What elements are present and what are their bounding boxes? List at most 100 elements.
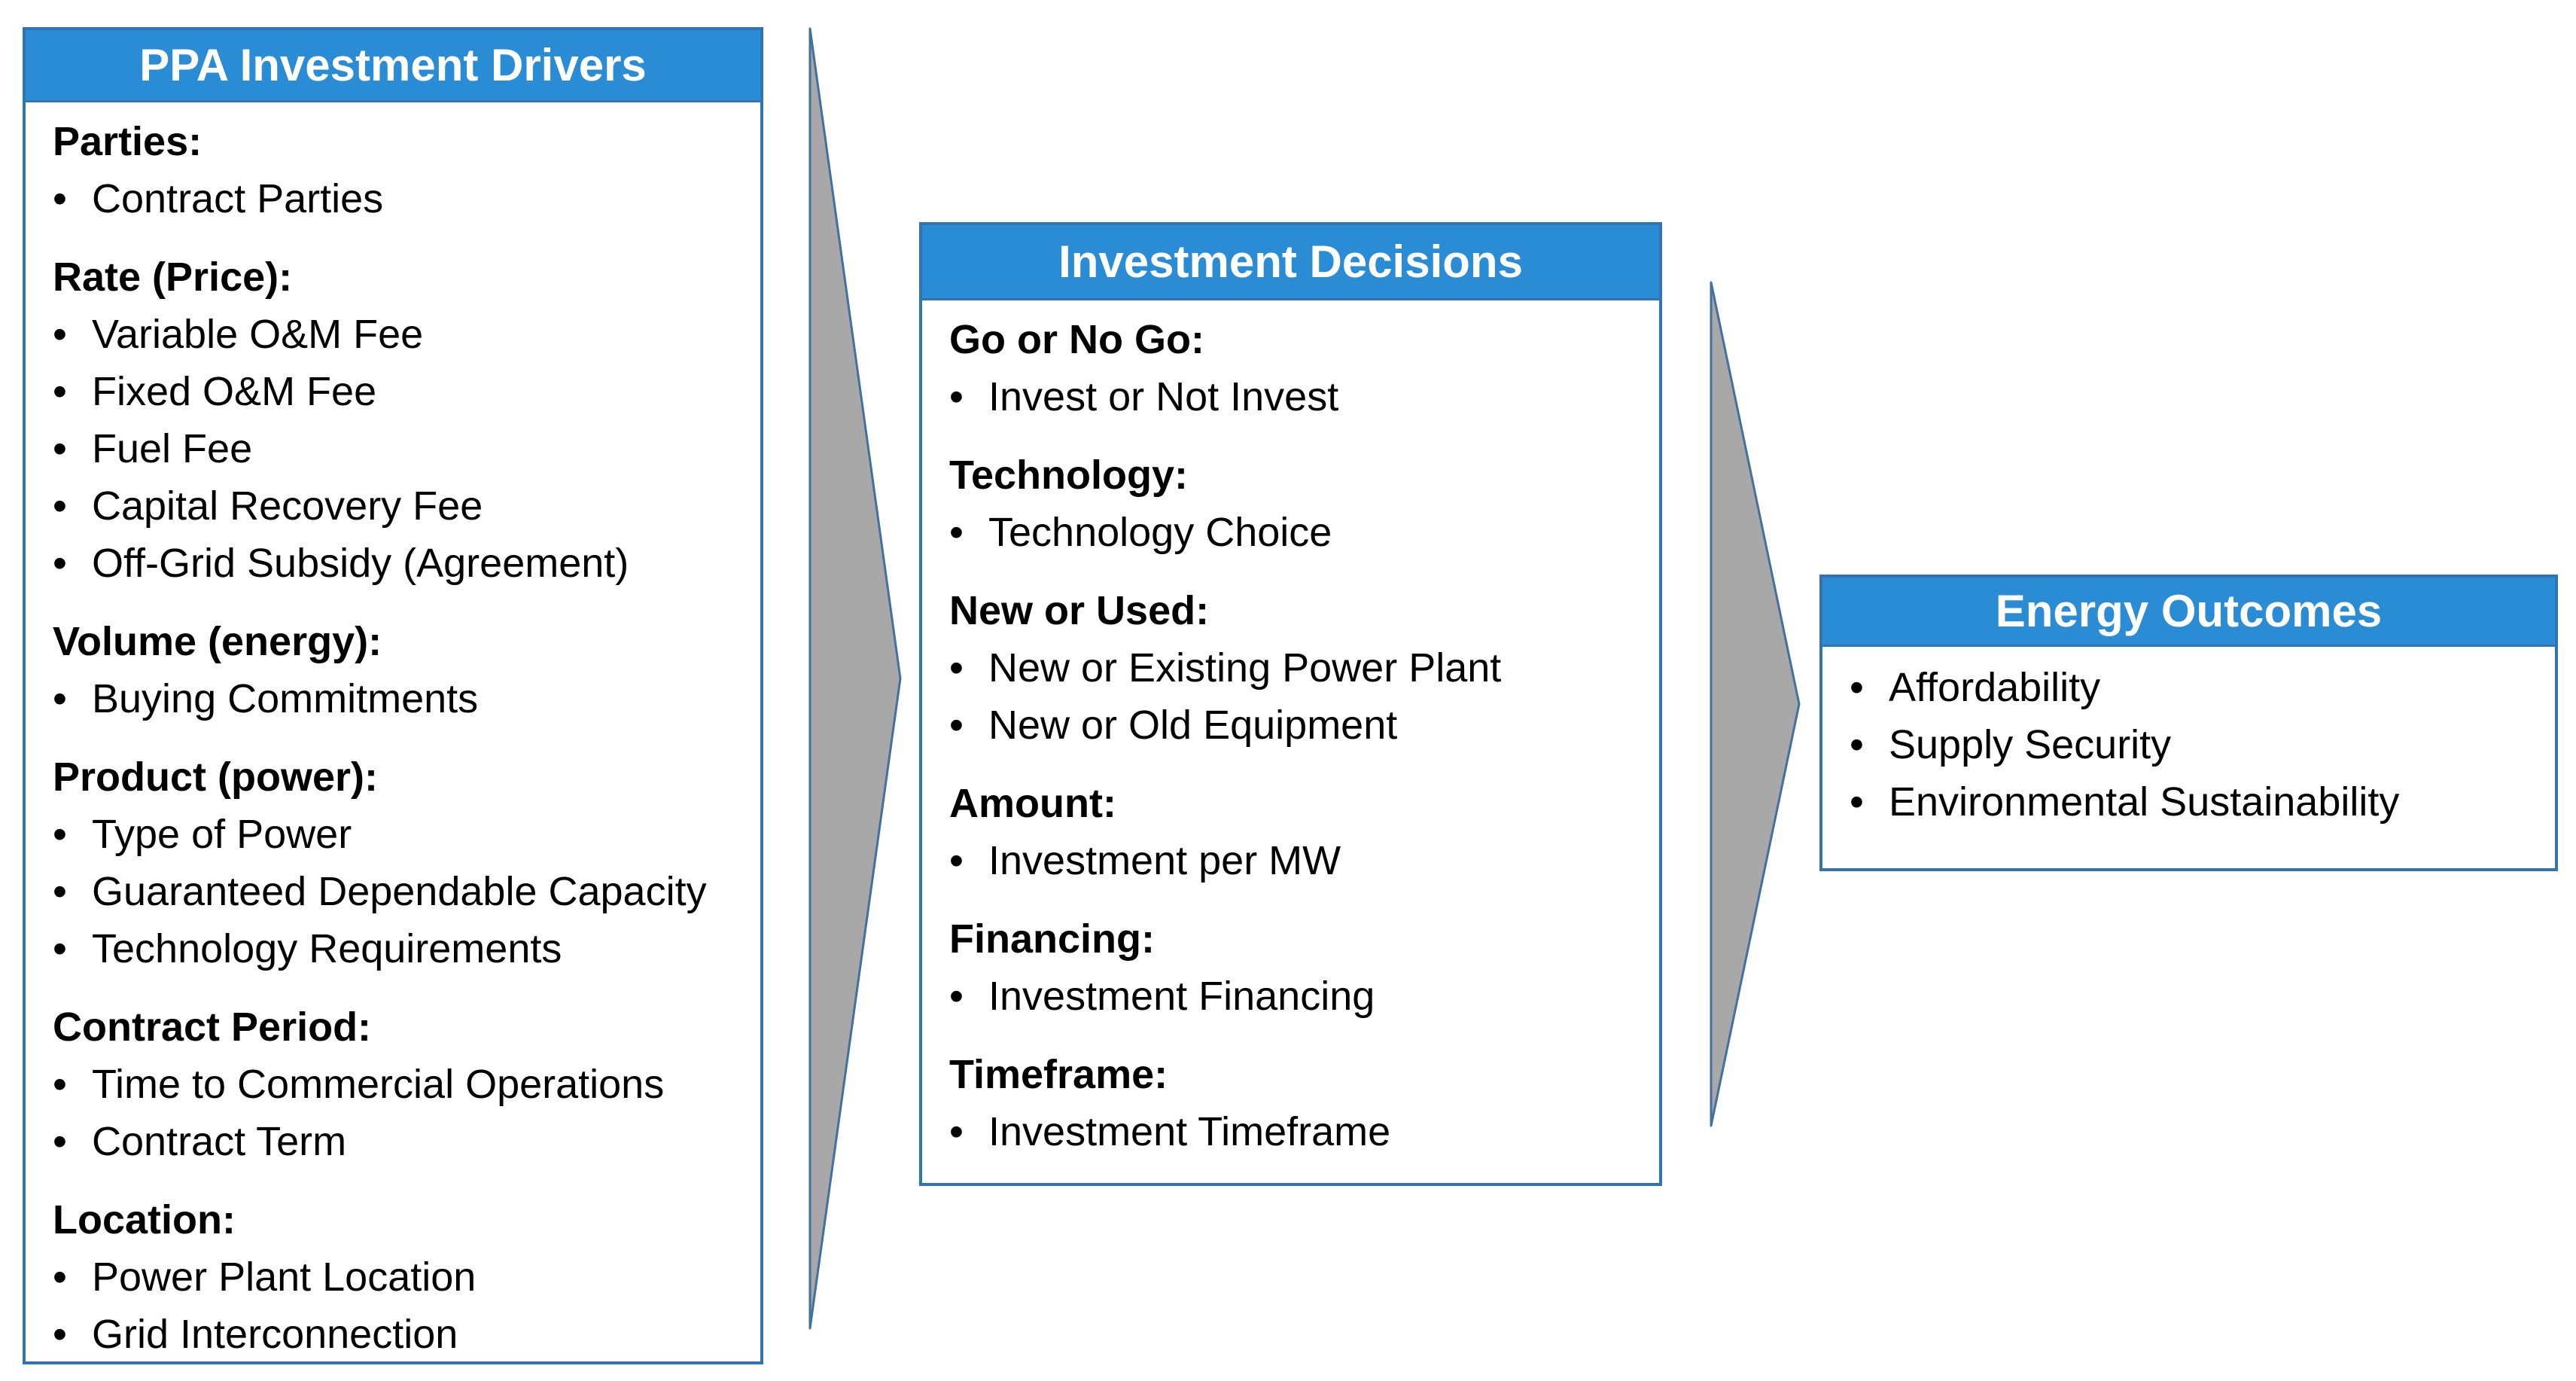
bullet-item: • Type of Power xyxy=(53,806,745,863)
bullet-item: • New or Old Equipment xyxy=(949,697,1644,754)
section-go-or-no-go: Go or No Go: • Invest or Not Invest xyxy=(949,311,1644,425)
bullet-icon: • xyxy=(53,1119,67,1164)
bullet-label: Type of Power xyxy=(92,812,352,857)
bullet-icon: • xyxy=(53,312,67,357)
bullet-label: Affordability xyxy=(1889,665,2101,710)
bullet-item: • Variable O&M Fee xyxy=(53,306,745,363)
section-heading: Go or No Go: xyxy=(949,317,1204,362)
section-heading: Financing: xyxy=(949,916,1155,962)
energy-outcomes-body: •Affordability • Supply Security • Environ… xyxy=(1822,647,2555,831)
bullet-icon: • xyxy=(53,869,67,914)
bullet-item: •Investment Timeframe xyxy=(949,1103,1644,1160)
bullet-icon: • xyxy=(53,1062,67,1107)
bullet-item: • Buying Commitments xyxy=(53,670,745,727)
bullet-label: New or Existing Power Plant xyxy=(988,645,1502,690)
bullet-label: Variable O&M Fee xyxy=(92,312,424,357)
bullet-label: Grid Interconnection xyxy=(92,1312,458,1357)
bullet-icon: • xyxy=(949,974,964,1019)
bullet-icon: • xyxy=(949,374,964,419)
bullet-icon: • xyxy=(53,812,67,857)
section-heading: Parties: xyxy=(53,119,202,164)
bullet-item: • Invest or Not Invest xyxy=(949,368,1644,425)
section-heading: Volume (energy): xyxy=(53,619,382,664)
bullet-item: • Contract Term xyxy=(53,1113,745,1170)
section-financing: Financing: • Investment Financing xyxy=(949,910,1644,1025)
bullet-icon: • xyxy=(949,703,964,748)
section-volume-energy: Volume (energy): • Buying Commitments xyxy=(53,613,745,727)
section-heading: Timeframe: xyxy=(949,1052,1168,1097)
bullet-label: Contract Term xyxy=(92,1119,347,1164)
section-heading: Location: xyxy=(53,1197,236,1242)
bullet-label: Guaranteed Dependable Capacity xyxy=(92,869,707,914)
bullet-label: New or Old Equipment xyxy=(988,703,1398,748)
section-contract-period: Contract Period: • Time to Commercial Ope… xyxy=(53,998,745,1170)
section-new-or-used: New or Used: •New or Existing Power Plan… xyxy=(949,582,1644,754)
bullet-icon: • xyxy=(949,1109,964,1154)
bullet-label: Fixed O&M Fee xyxy=(92,369,377,414)
bullet-icon: • xyxy=(53,176,67,221)
bullet-icon: • xyxy=(1850,779,1864,825)
bullet-item: •Fixed O&M Fee xyxy=(53,363,745,420)
bullet-icon: • xyxy=(949,838,964,883)
investment-decisions-header: Investment Decisions xyxy=(922,225,1659,300)
bullet-label: Time to Commercial Operations xyxy=(92,1062,665,1107)
investment-decisions-body: Go or No Go: • Invest or Not Invest Techn… xyxy=(922,300,1659,1160)
bullet-icon: • xyxy=(53,676,67,721)
bullet-item: •Affordability xyxy=(1850,659,2540,716)
section-outcomes: •Affordability • Supply Security • Environ… xyxy=(1850,659,2540,831)
bullet-item: • Technology Choice xyxy=(949,504,1644,561)
arrow-decisions-to-outcomes-icon xyxy=(1710,281,1801,1127)
bullet-label: Technology Requirements xyxy=(92,926,562,971)
bullet-item: • Guaranteed Dependable Capacity xyxy=(53,863,745,920)
arrow-drivers-to-decisions-icon xyxy=(808,27,902,1330)
section-heading: Rate (Price): xyxy=(53,255,293,300)
ppa-investment-drivers-box: PPA Investment Drivers Parties: •Contrac… xyxy=(23,27,763,1364)
bullet-icon: • xyxy=(53,1312,67,1357)
bullet-label: Supply Security xyxy=(1889,722,2172,767)
bullet-item: • Technology Requirements xyxy=(53,920,745,977)
bullet-item: • Off-Grid Subsidy (Agreement) xyxy=(53,535,745,592)
bullet-icon: • xyxy=(949,645,964,690)
section-heading: Product (power): xyxy=(53,755,378,800)
bullet-icon: • xyxy=(53,541,67,586)
ppa-investment-drivers-header: PPA Investment Drivers xyxy=(26,30,760,102)
energy-outcomes-header: Energy Outcomes xyxy=(1822,578,2555,647)
bullet-icon: • xyxy=(949,510,964,555)
section-amount: Amount: • Investment per MW xyxy=(949,775,1644,889)
bullet-label: Investment per MW xyxy=(988,838,1341,883)
bullet-label: Technology Choice xyxy=(988,510,1332,555)
section-heading: Technology: xyxy=(949,453,1188,498)
section-location: Location: •Power Plant Location • Grid In… xyxy=(53,1191,745,1363)
bullet-label: Buying Commitments xyxy=(92,676,479,721)
bullet-label: Contract Parties xyxy=(92,176,384,221)
bullet-item: • Fuel Fee xyxy=(53,420,745,477)
bullet-item: • Contract Parties xyxy=(53,170,745,227)
bullet-item: • Capital Recovery Fee xyxy=(53,477,745,535)
bullet-label: Fuel Fee xyxy=(92,426,253,471)
section-timeframe: Timeframe: •Investment Timeframe xyxy=(949,1046,1644,1160)
bullet-item: • New or Existing Power Plant xyxy=(949,639,1644,697)
ppa-investment-drivers-body: Parties: • Contract Parties Rate (Price):… xyxy=(26,102,760,1363)
bullet-label: Invest or Not Invest xyxy=(988,374,1339,419)
bullet-item: • Investment per MW xyxy=(949,832,1644,889)
bullet-label: Off-Grid Subsidy (Agreement) xyxy=(92,541,629,586)
section-parties: Parties: • Contract Parties xyxy=(53,113,745,227)
bullet-label: Capital Recovery Fee xyxy=(92,483,483,529)
bullet-icon: • xyxy=(53,483,67,529)
investment-decisions-box: Investment Decisions Go or No Go: •Inves… xyxy=(919,222,1662,1186)
bullet-icon: • xyxy=(53,926,67,971)
bullet-icon: • xyxy=(53,1254,67,1300)
bullet-icon: • xyxy=(1850,722,1864,767)
bullet-item: •Power Plant Location xyxy=(53,1248,745,1306)
section-product-power: Product (power): • Type of Power • Guarant… xyxy=(53,748,745,977)
bullet-icon: • xyxy=(53,426,67,471)
bullet-item: • Investment Financing xyxy=(949,968,1644,1025)
bullet-item: • Grid Interconnection xyxy=(53,1306,745,1363)
bullet-item: • Supply Security xyxy=(1850,716,2540,773)
section-heading: Contract Period: xyxy=(53,1005,372,1050)
bullet-label: Environmental Sustainability xyxy=(1889,779,2400,825)
section-heading: Amount: xyxy=(949,781,1116,826)
bullet-label: Investment Financing xyxy=(988,974,1375,1019)
bullet-item: • Time to Commercial Operations xyxy=(53,1056,745,1113)
